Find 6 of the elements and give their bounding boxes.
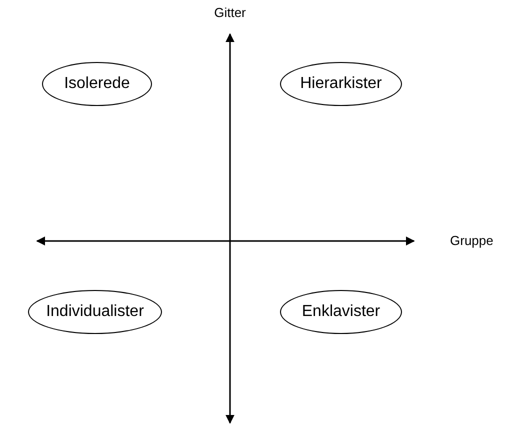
ellipse-node: Enklavister — [280, 290, 402, 334]
axis-label: Gitter — [214, 5, 246, 20]
ellipse-node: Isolerede — [42, 62, 152, 106]
ellipse-node: Individualister — [28, 290, 162, 334]
axis-label: Gruppe — [450, 233, 494, 248]
ellipse-node: Hierarkister — [280, 62, 402, 106]
